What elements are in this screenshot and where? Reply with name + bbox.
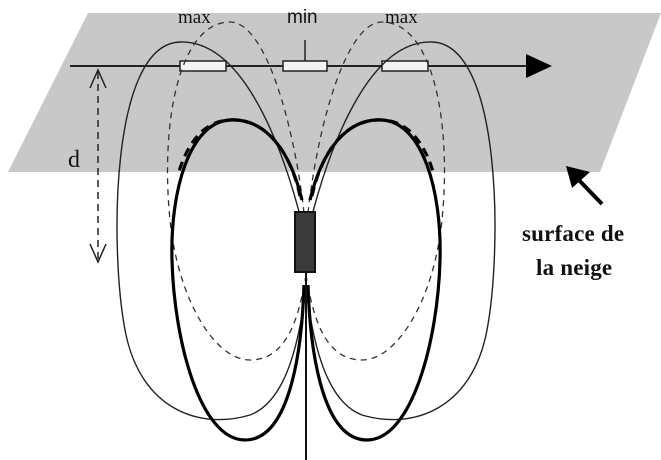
snow-surface-plane	[8, 13, 661, 172]
sensor-min	[282, 60, 328, 72]
sensor-max-right	[381, 60, 429, 72]
depth-arrow-top	[89, 68, 107, 89]
sensor-max-left	[179, 60, 227, 72]
max-left-label: max	[178, 7, 211, 28]
surface-pointer-arrowhead	[566, 166, 590, 188]
bold-dashed-field-lines	[176, 118, 436, 197]
dashed-outer-field-lines	[166, 21, 446, 361]
min-label: min	[287, 7, 318, 28]
max-right-label: max	[385, 7, 418, 28]
transmitter-probe	[294, 211, 316, 273]
outer-field-lines	[116, 41, 496, 421]
depth-label: d	[68, 147, 80, 173]
axis-arrowhead	[526, 54, 552, 78]
snow-surface-label-line1: surface de	[522, 221, 625, 246]
depth-arrow-bottom	[89, 243, 107, 264]
snow-surface-label-line2: la neige	[536, 255, 613, 280]
